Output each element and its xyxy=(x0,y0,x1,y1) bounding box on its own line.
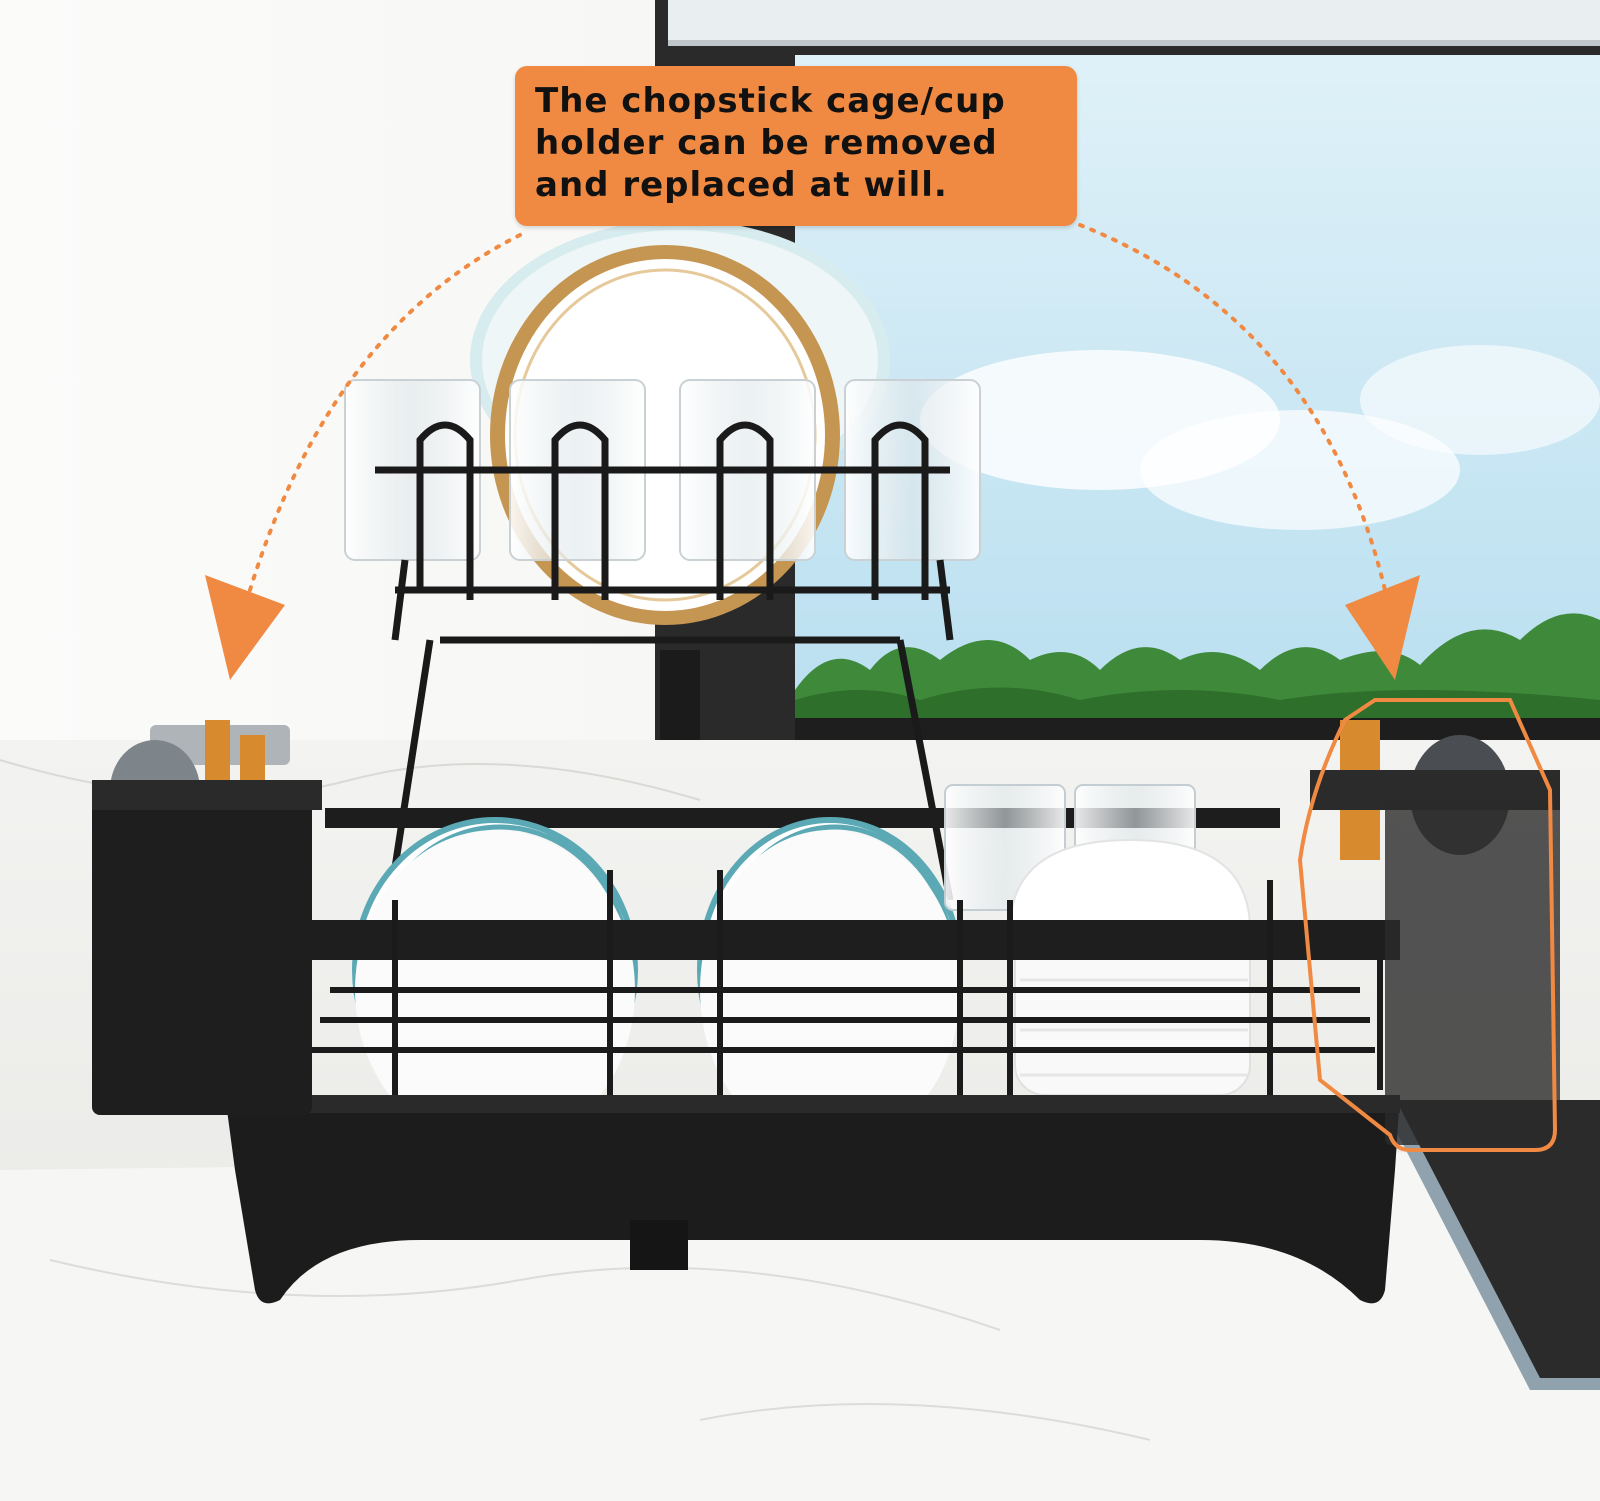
left-dotted-arc xyxy=(248,233,522,592)
drip-tray xyxy=(225,1095,1400,1304)
callout-text: The chopstick cage/cup holder can be rem… xyxy=(535,81,1006,205)
arrow-down-icon xyxy=(205,575,285,680)
sink xyxy=(1390,1100,1600,1380)
bowl-stack xyxy=(1008,838,1252,1096)
right-utensil-holder xyxy=(1297,698,1560,1152)
drain-spout xyxy=(630,1220,688,1270)
right-dotted-arc xyxy=(1078,223,1387,592)
window-blind xyxy=(668,0,1600,46)
arrow-down-icon xyxy=(1345,575,1420,680)
left-utensil-holder xyxy=(92,720,322,1115)
info-callout: The chopstick cage/cup holder can be rem… xyxy=(515,66,1077,226)
upper-rack xyxy=(375,421,954,901)
